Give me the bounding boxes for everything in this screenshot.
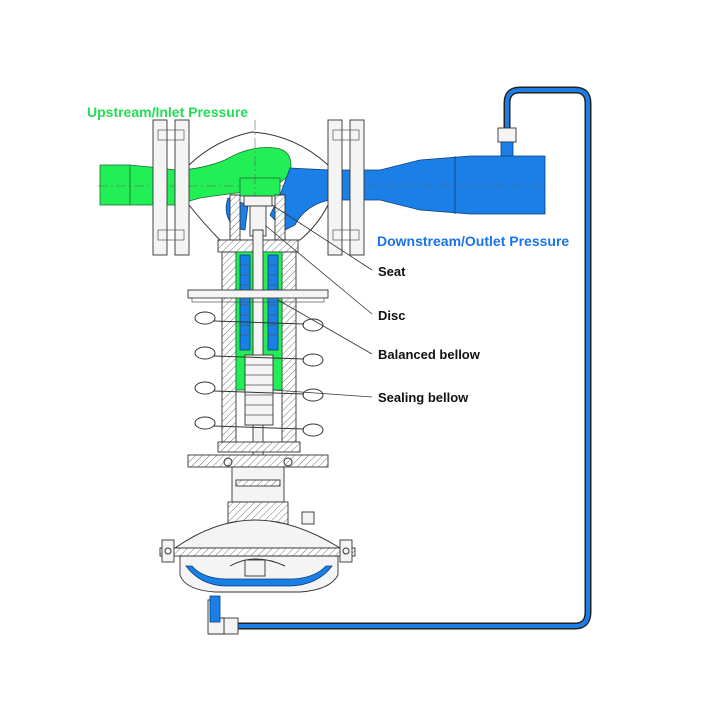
downstream-label: Downstream/Outlet Pressure [377, 233, 569, 249]
impulse-line [207, 86, 592, 635]
outlet-flange [327, 119, 365, 256]
sealing-bellow-label: Sealing bellow [378, 390, 469, 405]
impulse-fitting-bottom [223, 617, 239, 635]
seat-ring [243, 195, 273, 207]
bellows-housing [217, 229, 301, 551]
seat-label: Seat [378, 264, 406, 279]
upstream-label: Upstream/Inlet Pressure [87, 104, 248, 120]
balanced-bellow-label: Balanced bellow [378, 347, 481, 362]
upper-spring-plate [187, 289, 329, 299]
upstream-pipe [98, 147, 350, 206]
inlet-flange [152, 119, 190, 256]
disc-label: Disc [378, 308, 405, 323]
balanced-bellow [239, 254, 251, 351]
spring-assembly [187, 289, 329, 468]
yoke [227, 466, 315, 525]
lower-spring-plate [187, 454, 329, 468]
sealing-bellow [244, 354, 274, 426]
callout-leaders [265, 204, 373, 398]
actuator [159, 519, 356, 593]
impulse-fitting-top [497, 127, 517, 143]
